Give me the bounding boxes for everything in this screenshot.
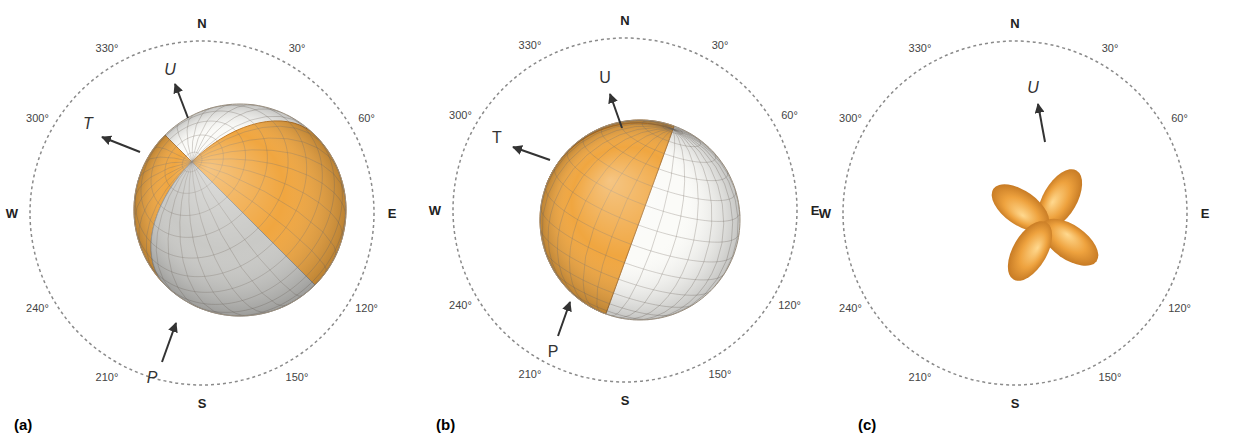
azimuth-label: 120° <box>778 300 801 311</box>
axis-arrow <box>1038 104 1045 142</box>
azimuth-label: 300° <box>839 113 862 124</box>
panel-label: (a) <box>14 417 32 432</box>
azimuth-label: 60° <box>781 110 798 121</box>
azimuth-label: 210° <box>909 372 932 383</box>
compass-label: E <box>388 207 397 220</box>
axis-arrow <box>558 302 570 336</box>
axis-arrow <box>513 147 550 160</box>
azimuth-label: 150° <box>286 372 309 383</box>
azimuth-label: 330° <box>909 43 932 54</box>
azimuth-label: 210° <box>519 369 542 380</box>
sphere-outline <box>134 104 346 316</box>
sphere-face <box>134 104 346 316</box>
axis-label: U <box>599 70 611 86</box>
panel-label: (c) <box>858 417 876 432</box>
azimuth-label: 60° <box>358 113 375 124</box>
azimuth-label: 330° <box>519 40 542 51</box>
radiation-pattern <box>984 162 1107 288</box>
sphere-outline <box>540 120 740 320</box>
azimuth-label: 30° <box>1102 43 1119 54</box>
axis-arrow <box>610 94 622 128</box>
azimuth-label: 330° <box>96 43 119 54</box>
compass-label: N <box>197 17 206 30</box>
azimuth-label: 120° <box>1168 303 1191 314</box>
compass-label: W <box>819 207 831 220</box>
compass-label: N <box>1010 17 1019 30</box>
axis-label: P <box>147 370 158 386</box>
azimuth-label: 150° <box>1099 372 1122 383</box>
azimuth-circle <box>30 41 374 385</box>
axis-arrow <box>162 323 176 362</box>
axis-label: P <box>548 344 559 360</box>
azimuth-label: 240° <box>839 303 862 314</box>
axis-label: T <box>492 130 502 146</box>
compass-label: E <box>1201 207 1210 220</box>
panel-label: (b) <box>436 417 455 432</box>
azimuth-circle <box>453 38 797 382</box>
azimuth-label: 30° <box>289 43 306 54</box>
focal-sphere <box>540 120 740 320</box>
focal-sphere <box>134 104 346 316</box>
azimuth-label: 120° <box>355 303 378 314</box>
azimuth-label: 300° <box>26 113 49 124</box>
azimuth-label: 30° <box>712 40 729 51</box>
sphere-shading <box>134 104 346 316</box>
compass-label: S <box>621 394 630 407</box>
axis-arrow <box>102 137 140 152</box>
compass-label: S <box>198 397 207 410</box>
axis-label: U <box>1027 80 1039 96</box>
sphere-grid <box>134 104 346 316</box>
azimuth-label: 300° <box>449 110 472 121</box>
azimuth-label: 240° <box>26 303 49 314</box>
compass-label: S <box>1011 397 1020 410</box>
azimuth-label: 60° <box>1171 113 1188 124</box>
compass-label: N <box>620 14 629 27</box>
sphere-grid <box>540 120 740 320</box>
compass-label: E <box>811 204 820 217</box>
sphere-face <box>540 120 740 320</box>
lobe <box>999 214 1061 288</box>
axis-label: T <box>83 116 93 132</box>
axis-label: U <box>164 62 176 78</box>
azimuth-label: 210° <box>96 372 119 383</box>
azimuth-circle <box>843 41 1187 385</box>
azimuth-label: 150° <box>709 369 732 380</box>
azimuth-label: 240° <box>449 300 472 311</box>
sphere-shading <box>540 120 740 320</box>
compass-label: W <box>6 207 18 220</box>
compass-label: W <box>429 204 441 217</box>
axis-arrow <box>175 84 188 118</box>
